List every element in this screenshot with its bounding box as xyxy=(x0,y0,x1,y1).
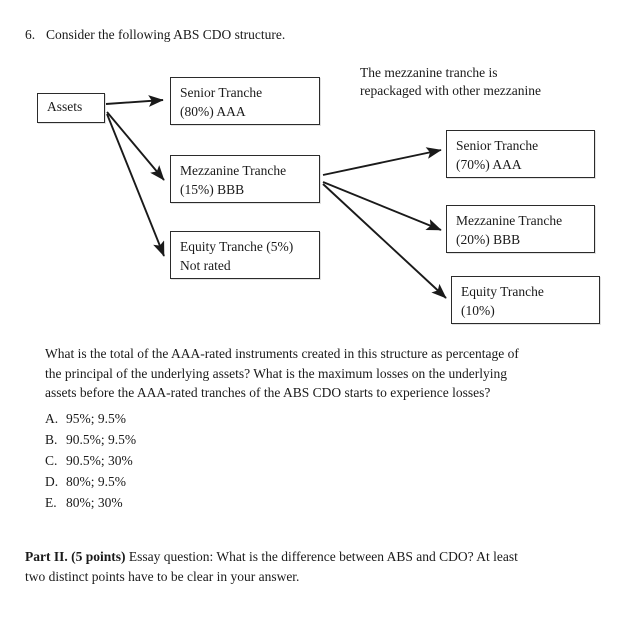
option-a-text: 95%; 9.5% xyxy=(66,411,126,426)
option-c-key: C. xyxy=(45,453,58,468)
option-a[interactable]: A. 95%; 9.5% xyxy=(45,408,136,429)
option-e[interactable]: E. 80%; 30% xyxy=(45,492,136,513)
node-cdo-equity-line-2: (10%) xyxy=(461,303,495,318)
option-b-text: 90.5%; 9.5% xyxy=(66,432,137,447)
diagram-arrows xyxy=(105,95,447,299)
node-abs-senior-line-1: Senior Tranche xyxy=(180,85,263,100)
mezzanine-annotation: The mezzanine tranche is repackaged with… xyxy=(360,64,541,100)
option-d-key: D. xyxy=(45,474,59,489)
node-abs-equity-line-1: Equity Tranche (5%) xyxy=(180,239,294,254)
node-cdo-senior-line-2: (70%) AAA xyxy=(456,157,522,172)
node-cdo-equity-tranche: Equity Tranche (10%) xyxy=(451,276,600,324)
question-stem-text: Consider the following ABS CDO structure… xyxy=(46,27,286,42)
part-two-label: Part II. (5 points) xyxy=(25,549,126,564)
node-assets-line-1: Assets xyxy=(47,99,83,114)
arrow-mezzanine-to-cdo-equity xyxy=(322,183,447,299)
option-a-key: A. xyxy=(45,411,59,426)
part-two-line-1: Part II. (5 points) Essay question: What… xyxy=(25,547,605,567)
arrow-assets-to-equity xyxy=(106,113,165,257)
node-abs-senior-line-2: (80%) AAA xyxy=(180,104,246,119)
question-body-line-1: What is the total of the AAA-rated instr… xyxy=(45,346,519,361)
abs-cdo-diagram: The mezzanine tranche is repackaged with… xyxy=(37,64,600,324)
annotation-line-1: The mezzanine tranche is xyxy=(360,65,498,80)
question-body-line-2: the principal of the underlying assets? … xyxy=(45,365,508,381)
arrow-assets-to-mezzanine xyxy=(106,111,165,181)
question-body: What is the total of the AAA-rated instr… xyxy=(45,344,590,403)
arrow-mezzanine-to-cdo-senior xyxy=(322,147,442,176)
node-abs-mezzanine-line-2: (15%) BBB xyxy=(180,182,245,197)
option-b[interactable]: B. 90.5%; 9.5% xyxy=(45,429,136,450)
annotation-line-2: repackaged with other mezzanine xyxy=(360,83,542,98)
part-two-line-1-rest: Essay question: What is the difference b… xyxy=(125,549,518,564)
node-abs-mezzanine-line-1: Mezzanine Tranche xyxy=(180,163,287,178)
arrow-mezzanine-to-cdo-mezzanine xyxy=(322,181,442,231)
option-b-key: B. xyxy=(45,432,58,447)
part-two-line-2: two distinct points have to be clear in … xyxy=(25,568,300,584)
option-d-text: 80%; 9.5% xyxy=(66,474,126,489)
option-d[interactable]: D. 80%; 9.5% xyxy=(45,471,136,492)
part-two-section: Part II. (5 points) Essay question: What… xyxy=(25,547,605,586)
node-cdo-senior-line-1: Senior Tranche xyxy=(456,138,539,153)
question-stem: 6. Consider the following ABS CDO structu… xyxy=(25,26,285,43)
option-e-text: 80%; 30% xyxy=(66,495,123,510)
node-cdo-mezzanine-line-1: Mezzanine Tranche xyxy=(456,213,563,228)
arrow-assets-to-senior xyxy=(105,95,164,107)
node-cdo-mezzanine-tranche: Mezzanine Tranche (20%) BBB xyxy=(446,205,595,253)
node-cdo-mezzanine-line-2: (20%) BBB xyxy=(456,232,521,247)
node-abs-senior-tranche: Senior Tranche (80%) AAA xyxy=(170,77,320,125)
node-abs-equity-line-2: Not rated xyxy=(180,258,231,273)
question-body-line-3: assets before the AAA-rated tranches of … xyxy=(45,385,491,400)
option-c-text: 90.5%; 30% xyxy=(66,453,133,468)
question-number: 6. xyxy=(25,27,36,42)
option-c[interactable]: C. 90.5%; 30% xyxy=(45,450,136,471)
answer-options: A. 95%; 9.5% B. 90.5%; 9.5% C. 90.5%; 30% D… xyxy=(45,408,136,513)
node-abs-equity-tranche: Equity Tranche (5%) Not rated xyxy=(170,231,320,279)
option-e-key: E. xyxy=(45,495,57,510)
node-assets: Assets xyxy=(37,93,105,123)
node-cdo-equity-line-1: Equity Tranche xyxy=(461,284,544,299)
node-abs-mezzanine-tranche: Mezzanine Tranche (15%) BBB xyxy=(170,155,320,203)
node-cdo-senior-tranche: Senior Tranche (70%) AAA xyxy=(446,130,595,178)
